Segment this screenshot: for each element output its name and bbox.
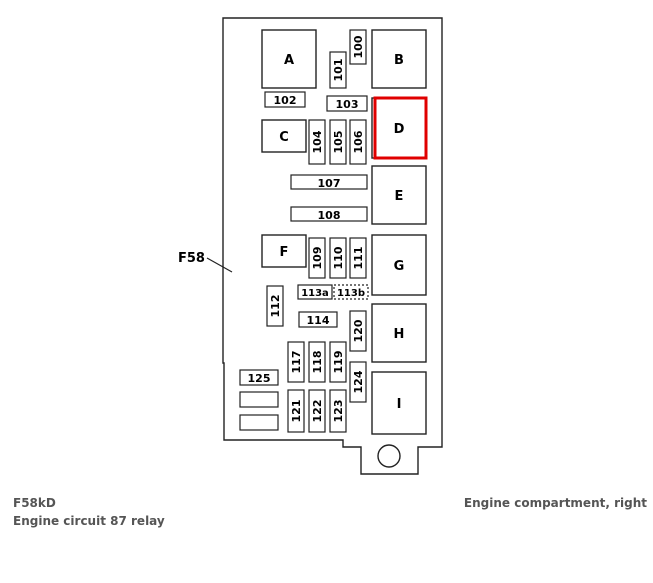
svg-text:121: 121	[290, 400, 303, 423]
svg-text:107: 107	[318, 177, 341, 190]
mounting-hole	[377, 444, 401, 468]
svg-text:104: 104	[311, 130, 324, 153]
housing-label: F58	[178, 251, 205, 266]
svg-text:B: B	[394, 53, 404, 68]
svg-text:102: 102	[274, 94, 297, 107]
location-label: Engine compartment, right	[463, 496, 647, 510]
fuse-100: 100	[349, 29, 367, 65]
fuse-118: 120	[349, 310, 367, 352]
fuse-120: 122	[308, 389, 326, 433]
relay-D: D	[371, 97, 427, 159]
svg-text:100: 100	[352, 35, 365, 58]
relay-A: A	[261, 29, 317, 89]
svg-text:F: F	[280, 245, 289, 260]
fuse-110: 110	[329, 237, 347, 279]
svg-text:120: 120	[352, 319, 365, 342]
svg-text:E: E	[395, 189, 404, 204]
fuse-119: 121	[287, 389, 305, 433]
relay-E: E	[371, 165, 427, 225]
fuse-108: 108	[290, 206, 368, 222]
fuse-109: 109	[308, 237, 326, 279]
relay-G: G	[371, 234, 427, 296]
svg-text:108: 108	[318, 209, 341, 222]
fuse-box-housing	[222, 17, 443, 475]
svg-text:H: H	[394, 327, 405, 342]
component-code: F58kD	[13, 496, 56, 510]
svg-text:110: 110	[332, 246, 345, 269]
svg-text:123: 123	[332, 400, 345, 423]
relay-C: C	[261, 119, 307, 153]
svg-text:114: 114	[307, 314, 330, 327]
svg-text:111: 111	[352, 247, 365, 270]
svg-text:125: 125	[248, 372, 271, 385]
fuse-117: 119	[329, 341, 347, 383]
svg-text:109: 109	[311, 247, 324, 270]
relay-D-highlight	[373, 96, 428, 160]
fuse-104: 104	[308, 119, 326, 165]
fuse-123: 125	[239, 369, 279, 386]
svg-text:113b: 113b	[337, 288, 365, 299]
relay-B: B	[371, 29, 427, 89]
fuse-103: 103	[326, 95, 368, 112]
fuse-102: 102	[264, 91, 306, 108]
housing-leader-line	[206, 257, 233, 273]
fuse-101: 101	[329, 51, 347, 89]
relay-F: F	[261, 234, 307, 268]
fuse-107: 107	[290, 174, 368, 190]
svg-text:103: 103	[336, 98, 359, 111]
fuse-114: 114	[298, 311, 338, 328]
fuse-113b: 113b	[333, 284, 369, 300]
fuse-124	[239, 391, 279, 408]
relay-H: H	[371, 303, 427, 363]
fuse-115: 117	[287, 341, 305, 383]
fuse-121: 123	[329, 389, 347, 433]
svg-text:117: 117	[290, 351, 303, 374]
svg-text:106: 106	[352, 130, 365, 153]
svg-text:113a: 113a	[301, 288, 329, 299]
fuse-105: 105	[329, 119, 347, 165]
fuse-113a: 113a	[297, 284, 333, 300]
svg-text:101: 101	[332, 59, 345, 82]
svg-text:G: G	[394, 259, 405, 274]
fuse-125	[239, 414, 279, 431]
svg-text:119: 119	[332, 351, 345, 374]
svg-text:124: 124	[352, 370, 365, 393]
fuse-111: 111	[349, 237, 367, 279]
svg-text:D: D	[394, 122, 405, 137]
fuse-106: 106	[349, 119, 367, 165]
svg-text:122: 122	[311, 400, 324, 423]
svg-text:A: A	[284, 53, 294, 68]
svg-text:105: 105	[332, 131, 345, 154]
svg-text:I: I	[397, 397, 402, 412]
svg-text:C: C	[279, 130, 289, 145]
relay-I: I	[371, 371, 427, 435]
fuse-122: 124	[349, 361, 367, 403]
fuse-112: 112	[266, 285, 284, 327]
fuse-116: 118	[308, 341, 326, 383]
component-description: Engine circuit 87 relay	[13, 514, 165, 528]
svg-text:112: 112	[269, 295, 282, 318]
svg-text:118: 118	[311, 351, 324, 374]
